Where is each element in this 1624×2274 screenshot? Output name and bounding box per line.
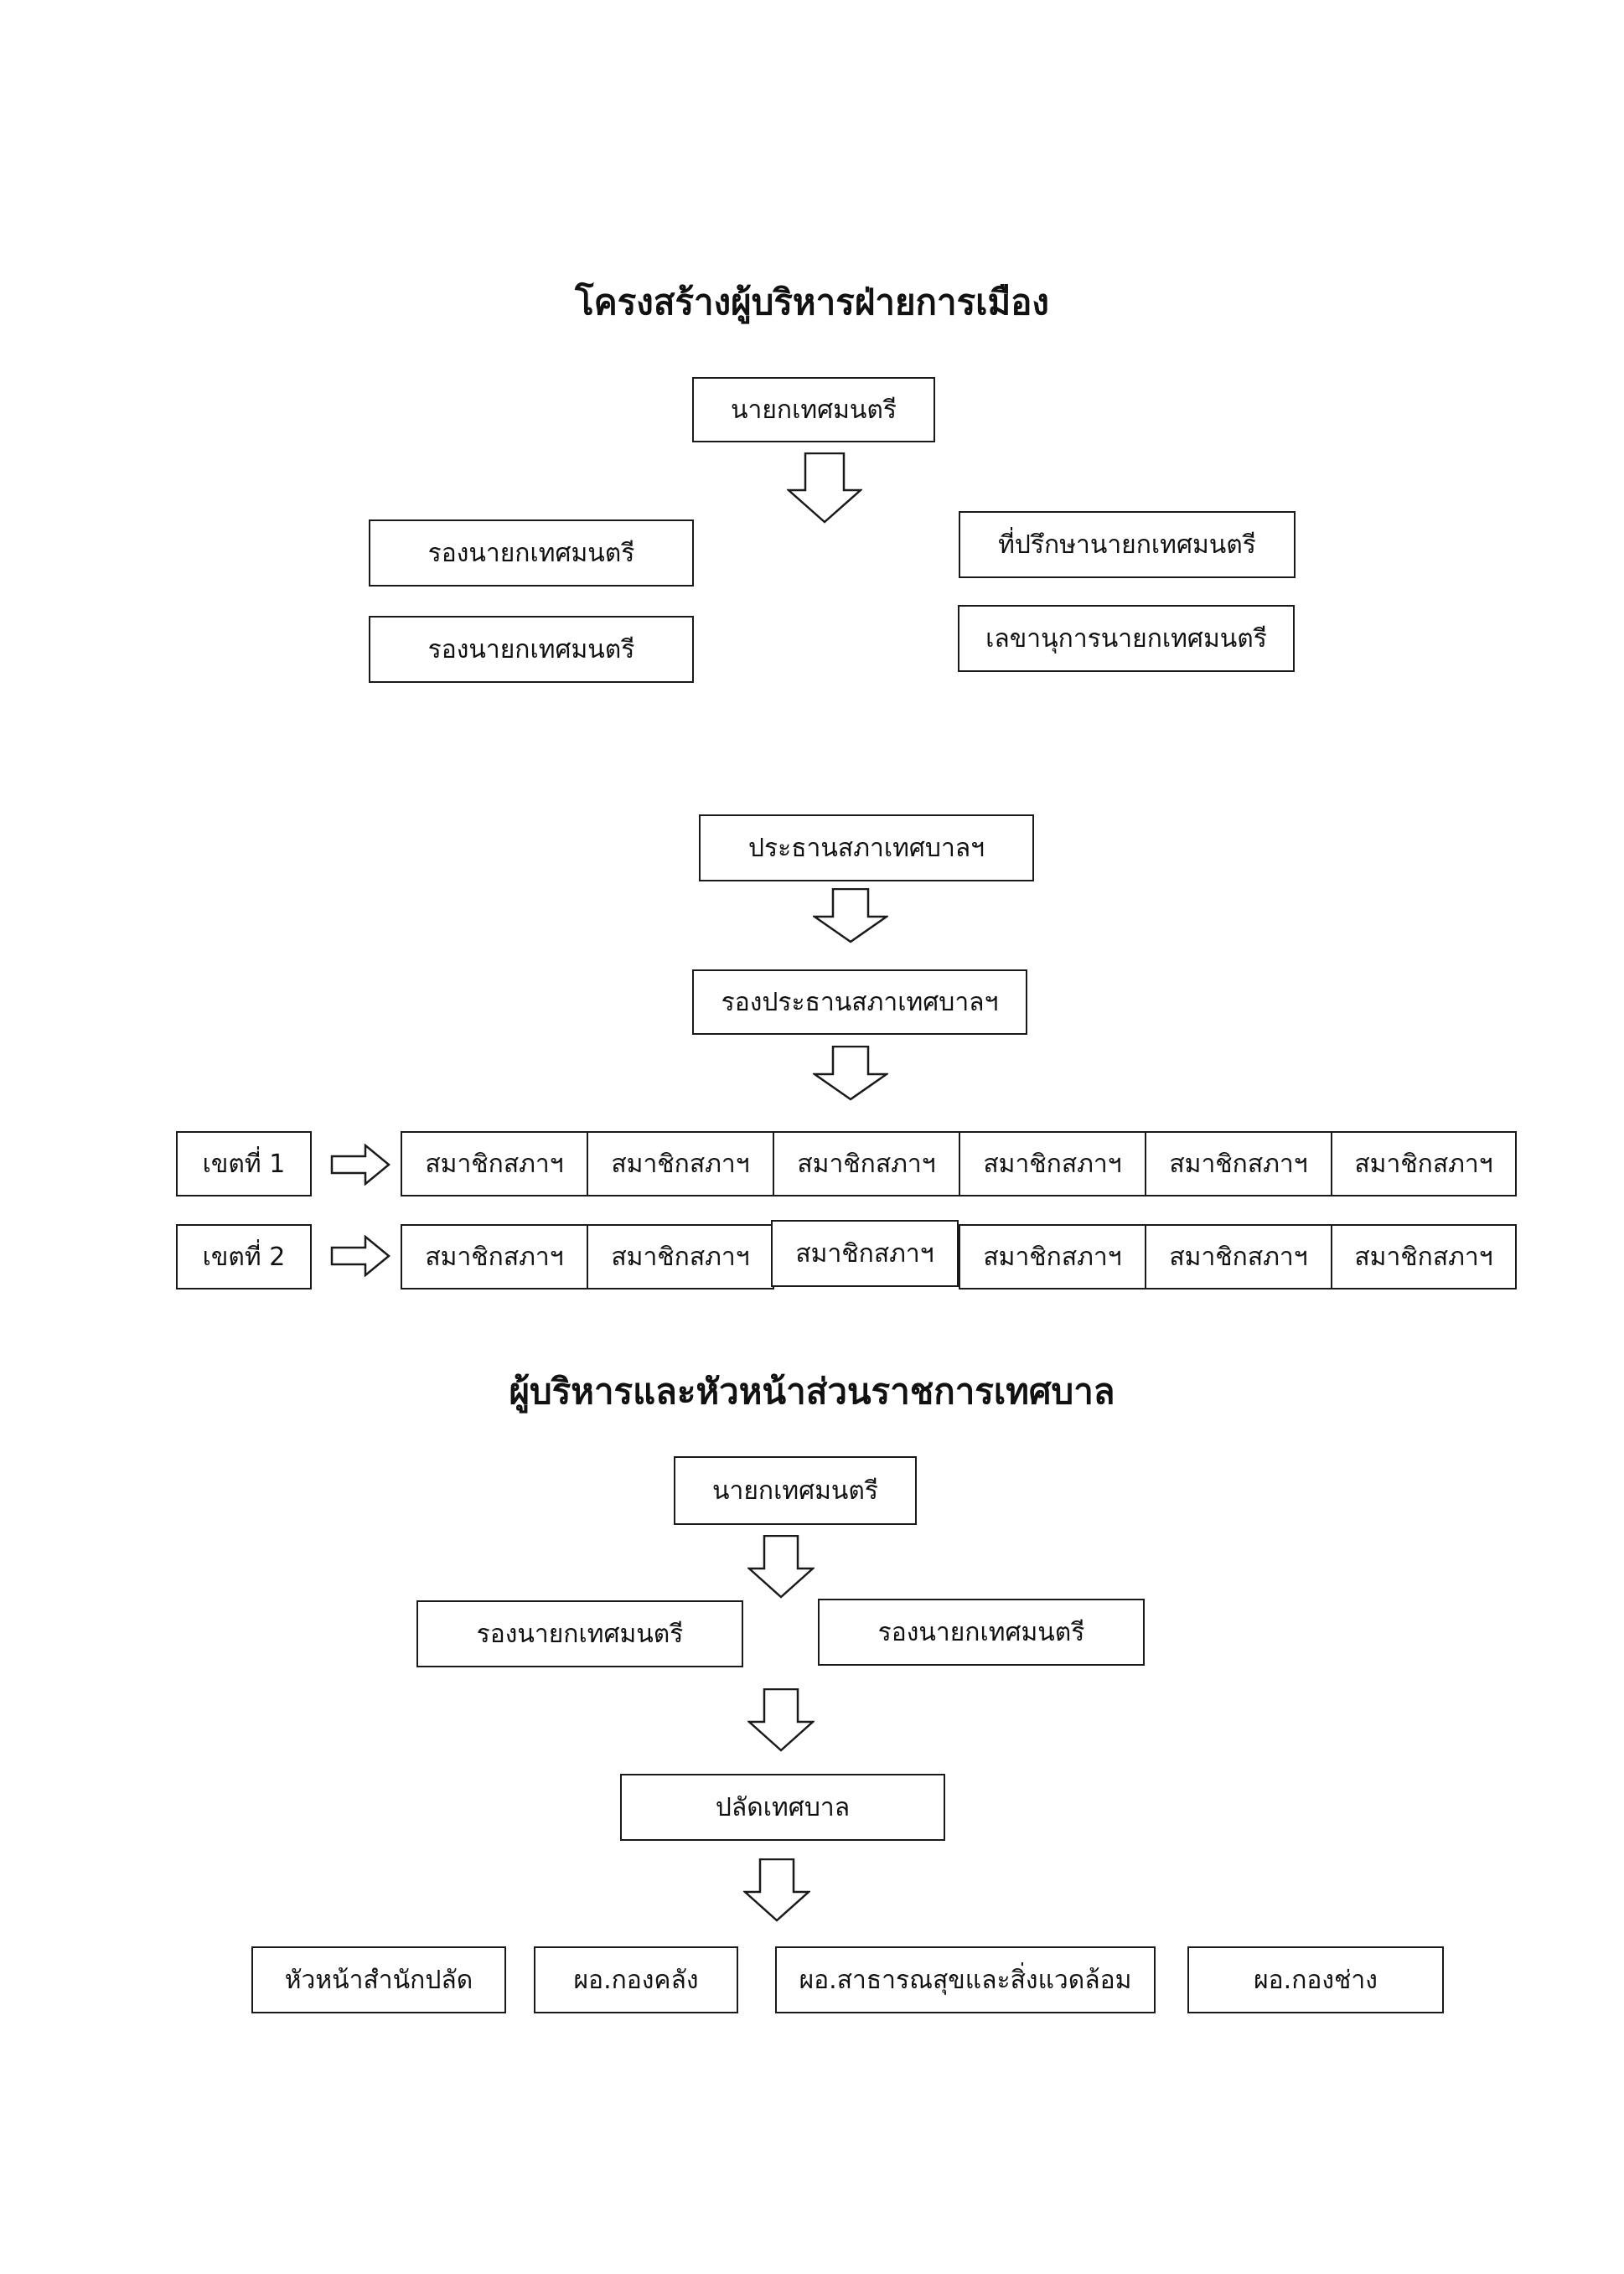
section2-title: ผู้บริหารและหัวหน้าส่วนราชการเทศบาล [509, 1371, 1115, 1412]
district-1-member-2: สมาชิกสภาฯ [587, 1131, 774, 1196]
deputy-mayor-box-2: รองนายกเทศมนตรี [369, 616, 694, 683]
right-arrow-district-1 [330, 1144, 390, 1186]
section1-title: โครงสร้างผู้บริหารฝ่ายการเมือง [575, 282, 1049, 323]
section2-deputy-mayor-box-1: รองนายกเทศมนตรี [416, 1600, 743, 1667]
district-2-member-1: สมาชิกสภาฯ [401, 1224, 588, 1289]
council-vice-chairman-box: รองประธานสภาเทศบาลฯ [692, 969, 1027, 1035]
mayor-box: นายกเทศมนตรี [692, 377, 935, 442]
district-2-member-5: สมาชิกสภาฯ [1145, 1224, 1332, 1289]
section2-deputy-mayor-box-2: รองนายกเทศมนตรี [818, 1599, 1145, 1666]
district-2-label: เขตที่ 2 [176, 1224, 312, 1289]
municipal-clerk-box: ปลัดเทศบาล [620, 1774, 945, 1841]
advisor-box: ที่ปรึกษานายกเทศมนตรี [959, 511, 1296, 578]
deputy-mayor-box-1: รองนายกเทศมนตรี [369, 519, 694, 587]
district-1-member-4: สมาชิกสภาฯ [959, 1131, 1146, 1196]
down-arrow-3 [813, 1046, 888, 1101]
down-arrow-2 [813, 888, 888, 943]
department-box-2: ผอ.กองคลัง [534, 1946, 738, 2013]
department-box-3: ผอ.สาธารณสุขและสิ่งแวดล้อม [775, 1946, 1156, 2013]
down-arrow-1 [787, 452, 862, 524]
district-1-member-1: สมาชิกสภาฯ [401, 1131, 588, 1196]
district-1-member-6: สมาชิกสภาฯ [1331, 1131, 1517, 1196]
department-box-1: หัวหน้าสำนักปลัด [251, 1946, 506, 2013]
district-2-member-3: สมาชิกสภาฯ [771, 1220, 959, 1287]
down-arrow-4 [747, 1535, 815, 1599]
section2-mayor-box: นายกเทศมนตรี [674, 1456, 917, 1525]
department-box-4: ผอ.กองช่าง [1187, 1946, 1444, 2013]
district-1-member-5: สมาชิกสภาฯ [1145, 1131, 1332, 1196]
down-arrow-6 [743, 1858, 810, 1922]
district-2-member-2: สมาชิกสภาฯ [587, 1224, 774, 1289]
district-1-member-3: สมาชิกสภาฯ [773, 1131, 960, 1196]
district-2-member-4: สมาชิกสภาฯ [959, 1224, 1146, 1289]
right-arrow-district-2 [330, 1235, 390, 1277]
secretary-box: เลขานุการนายกเทศมนตรี [958, 605, 1295, 672]
down-arrow-5 [747, 1688, 815, 1752]
district-2-member-6: สมาชิกสภาฯ [1331, 1224, 1517, 1289]
district-1-label: เขตที่ 1 [176, 1131, 312, 1196]
council-chairman-box: ประธานสภาเทศบาลฯ [699, 814, 1034, 881]
